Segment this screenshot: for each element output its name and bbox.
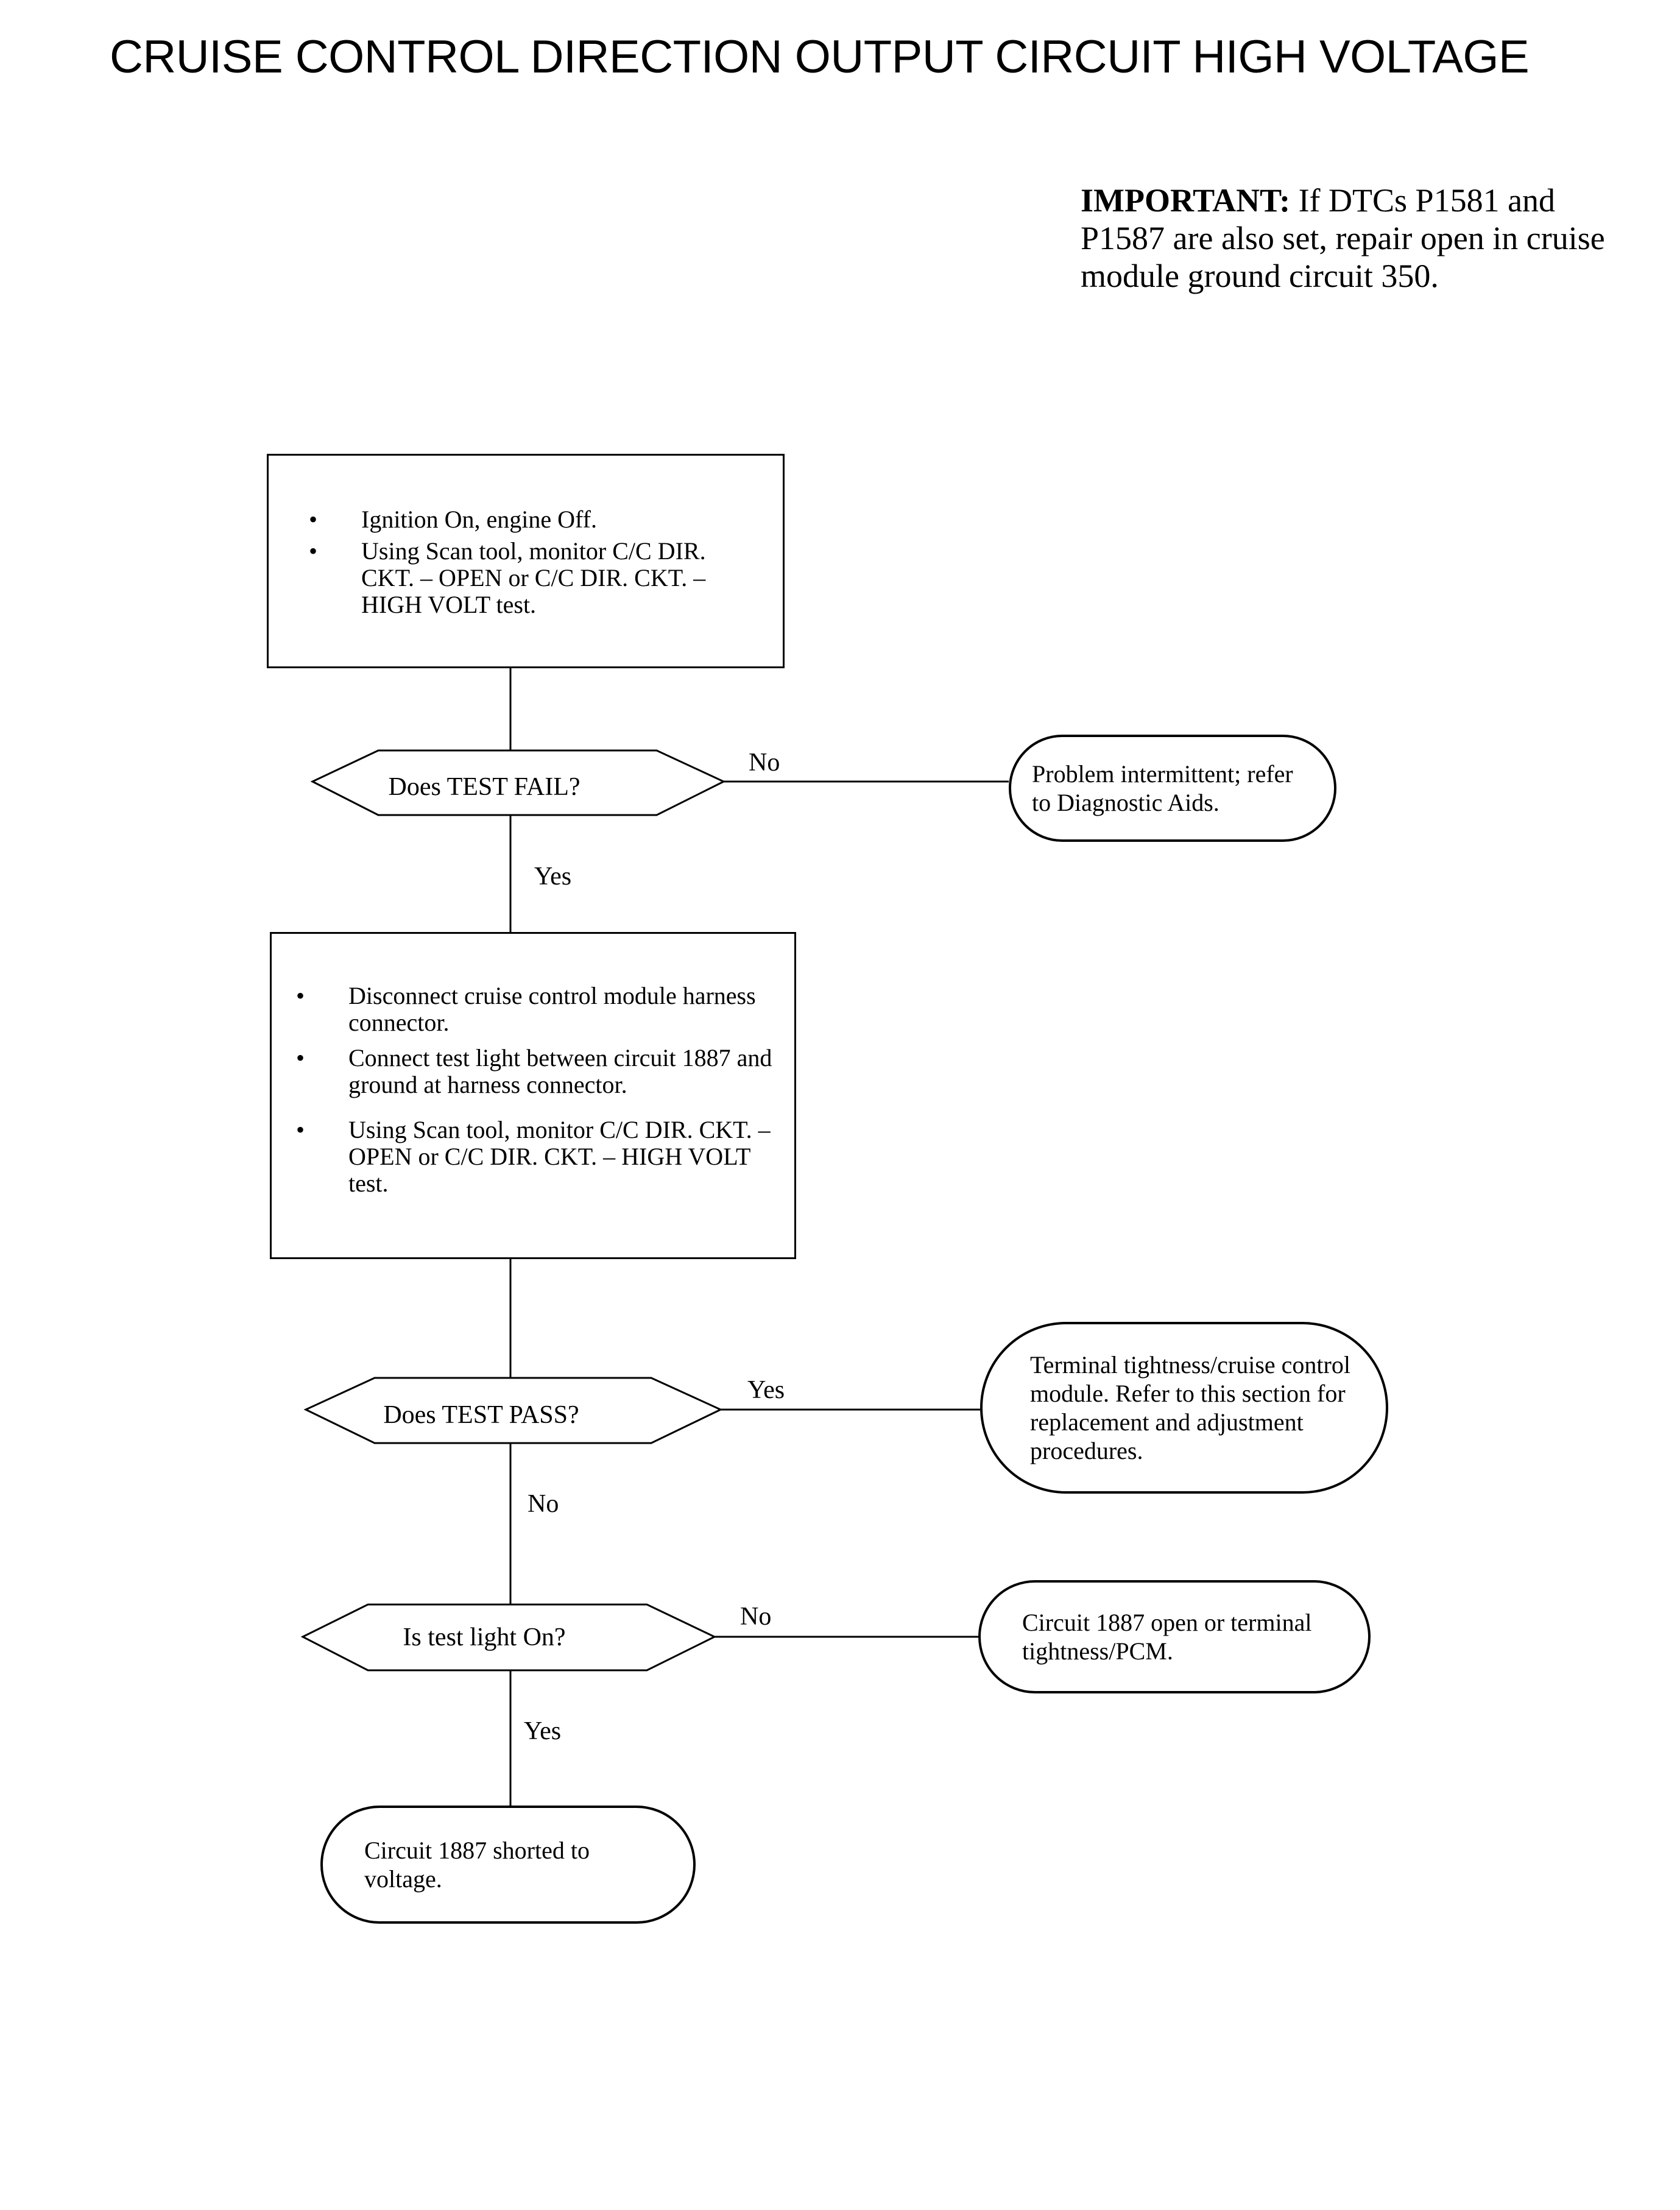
decision2-text: Does TEST PASS?: [383, 1401, 579, 1429]
decision1-no-label: No: [749, 749, 780, 777]
result-terminal-tightness: Terminal tightness/cruise control module…: [980, 1322, 1388, 1494]
step2-item: Connect test light between circuit 1887 …: [296, 1045, 776, 1098]
result-intermittent-text: Problem intermittent; refer to Diagnosti…: [1032, 760, 1293, 816]
important-label: IMPORTANT:: [1081, 182, 1291, 219]
decision2-diamond: [303, 1377, 723, 1444]
step2-item: Using Scan tool, monitor C/C DIR. CKT. –…: [296, 1117, 776, 1197]
decision1-text: Does TEST FAIL?: [388, 773, 581, 801]
step2-box: Disconnect cruise control module harness…: [270, 932, 796, 1259]
result-intermittent: Problem intermittent; refer to Diagnosti…: [1009, 735, 1336, 842]
result-circuit-open: Circuit 1887 open or terminal tightness/…: [978, 1580, 1371, 1693]
decision3-no-label: No: [740, 1603, 772, 1631]
decision3-yes-label: Yes: [524, 1717, 562, 1745]
page-title: CRUISE CONTROL DIRECTION OUTPUT CIRCUIT …: [110, 31, 1530, 83]
result-terminal-text: Terminal tightness/cruise control module…: [1030, 1351, 1350, 1464]
step1-box: Ignition On, engine Off. Using Scan tool…: [267, 454, 785, 668]
result-shorted-text: Circuit 1887 shorted to voltage.: [364, 1837, 590, 1893]
step2-item: Disconnect cruise control module harness…: [296, 983, 776, 1036]
step1-item: Using Scan tool, monitor C/C DIR. CKT. –…: [309, 538, 758, 618]
decision3-text: Is test light On?: [403, 1623, 566, 1651]
decision2-no-label: No: [528, 1490, 559, 1518]
decision2-yes-label: Yes: [747, 1376, 785, 1404]
decision3-diamond: [300, 1603, 717, 1672]
decision1-diamond: [310, 749, 726, 816]
result-circuit-shorted: Circuit 1887 shorted to voltage.: [320, 1806, 696, 1924]
important-text: If DTCs P1581 and P1587 are also set, re…: [1081, 182, 1605, 294]
decision1-yes-label: Yes: [534, 863, 572, 891]
step1-item: Ignition On, engine Off.: [309, 506, 758, 534]
result-open-text: Circuit 1887 open or terminal tightness/…: [1022, 1609, 1312, 1665]
important-note: IMPORTANT: If DTCs P1581 and P1587 are a…: [1081, 182, 1629, 295]
